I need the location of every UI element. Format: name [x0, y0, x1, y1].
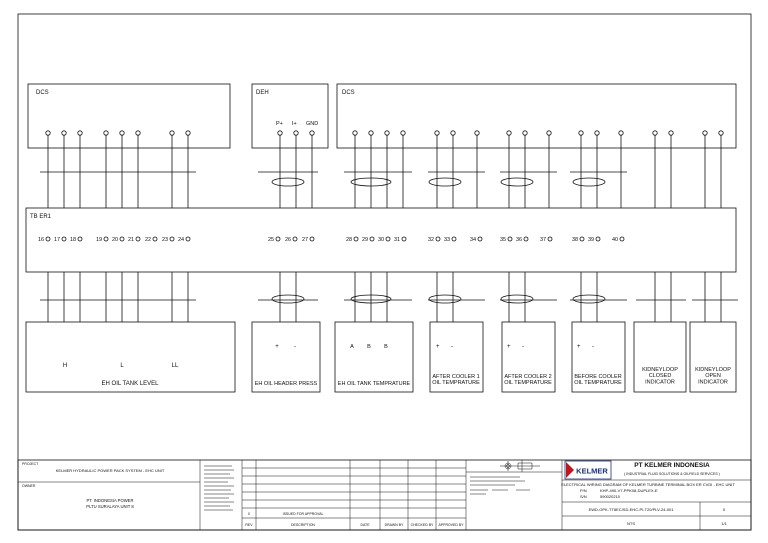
terminal-number: 36	[516, 237, 522, 243]
sublabel-b1: B	[367, 344, 371, 350]
sublabel-b2: B	[384, 344, 388, 350]
terminal-number: 34	[470, 237, 476, 243]
terminal-number: 37	[540, 237, 546, 243]
terminal-number: 39	[588, 237, 594, 243]
rev-row-description: ISSUED FOR APPROVAL	[283, 512, 324, 516]
drawing-number: EWD-OPK-TT8EC/SD-EHC-PI-T20/PLV-24-001	[589, 507, 675, 512]
dcs-left-label: DCS	[36, 90, 49, 96]
sublabel-minus: -	[294, 344, 296, 350]
terminal-block-label: TB ER1	[30, 214, 52, 220]
dcs-right-label: DCS	[342, 90, 355, 96]
col-header-date: DATE	[360, 523, 370, 527]
terminal-number: 17	[54, 237, 60, 243]
col-header-description: DESCRIPTION	[291, 523, 315, 527]
terminal-block: TB ER1	[25, 207, 737, 273]
sn-value: 590020210	[600, 494, 621, 499]
sublabel-ll: LL	[172, 363, 179, 369]
terminal-number: 30	[378, 237, 384, 243]
terminal-number: 21	[128, 237, 134, 243]
sublabel-ac2-minus: -	[522, 344, 524, 350]
owner-line-1: PT. INDONESIA POWER	[86, 498, 133, 503]
col-header-checked: CHECKED BY	[411, 523, 434, 527]
company-subtitle: ( INDUSTRIAL FLUID SOLUTIONS & OILFIELD …	[624, 472, 720, 476]
terminal-number: 28	[346, 237, 352, 243]
revision-number: 0	[723, 507, 726, 512]
device-eh-oil-tank-level: EH OIL TANK LEVEL H L LL	[25, 321, 236, 393]
terminal-number: 29	[362, 237, 368, 243]
terminal-number: 24	[178, 237, 184, 243]
title-block: PROJECT KELMER HYDRAULIC POWER PACK SYST…	[17, 459, 752, 531]
terminal-number: 19	[96, 237, 102, 243]
sublabel-h: H	[63, 363, 67, 369]
terminal-number: 33	[444, 237, 450, 243]
device-label-header-press: EH OIL HEADER PRESS	[255, 381, 318, 387]
sublabel-a: A	[350, 344, 354, 350]
logo-wordmark: KELMER	[576, 467, 608, 476]
pn-value: KHP-490-V7-PPK08-DUPLEX-E	[600, 488, 658, 493]
drawing-title: ELECTRICAL WIRING DIAGRAM OF KELMER TURB…	[561, 482, 735, 487]
terminal-number: 32	[428, 237, 434, 243]
dcs-right-box: DCS	[336, 83, 737, 149]
device-label-tank-temp: EH OIL TANK TEMPRATURE	[338, 381, 411, 387]
device-eh-oil-header-press: EH OIL HEADER PRESS + -	[251, 321, 321, 393]
terminal-number: 27	[302, 237, 308, 243]
projection-symbol	[500, 460, 540, 472]
deh-signal-p: P+	[276, 121, 283, 127]
project-label: PROJECT	[22, 462, 39, 466]
rev-row-number: 0	[248, 512, 250, 516]
device-eh-oil-tank-temperature: EH OIL TANK TEMPRATURE A B B	[334, 321, 414, 393]
terminal-number: 18	[70, 237, 76, 243]
terminal-number: 23	[162, 237, 168, 243]
col-header-rev: REV	[245, 523, 253, 527]
sublabel-ac1-minus: -	[451, 344, 453, 350]
pn-label: P/N	[580, 488, 587, 493]
drawing-scale: NTS	[627, 521, 635, 526]
terminal-number: 31	[394, 237, 400, 243]
sublabel-bc-minus: -	[592, 344, 594, 350]
col-header-drawn: DRAWN BY	[385, 523, 404, 527]
deh-box: DEH P+ I+ GND	[251, 83, 329, 149]
sublabel-ac1-plus: +	[436, 344, 440, 350]
project-name: KELMER HYDRAULIC POWER PACK SYSTEM - EHC…	[56, 468, 165, 473]
owner-line-2: PLTU SURALAYA UNIT 8	[86, 504, 134, 509]
notes-fine-print	[204, 465, 234, 511]
col-header-approved: APPROVED BY	[438, 523, 464, 527]
terminal-labels: 16 17 18 19 20 21 22 23 24 25 26 27 28 29 30 31 32 33 34 35…	[38, 236, 625, 243]
terminal-number: 16	[38, 237, 44, 243]
sublabel-l: L	[120, 363, 124, 369]
terminal-number: 38	[572, 237, 578, 243]
company-name: PT KELMER INDONESIA	[634, 462, 710, 469]
sublabel-ac2-plus: +	[507, 344, 511, 350]
terminal-number: 35	[500, 237, 506, 243]
terminal-number: 40	[612, 237, 618, 243]
sublabel-plus: +	[275, 344, 279, 350]
dcs-left-box: DCS	[27, 83, 231, 149]
device-label-tank-level: EH OIL TANK LEVEL	[102, 381, 160, 387]
terminal-number: 26	[285, 237, 291, 243]
deh-label: DEH	[256, 90, 269, 96]
terminal-number: 22	[145, 237, 151, 243]
terminal-number: 20	[112, 237, 118, 243]
kelmer-logo: KELMER	[564, 460, 612, 480]
deh-signal-i: I+	[292, 121, 297, 127]
terminal-number: 25	[268, 237, 274, 243]
sublabel-bc-plus: +	[577, 344, 581, 350]
sn-label: S/N	[580, 494, 587, 499]
drawing-sheet: 1/1	[721, 521, 727, 526]
deh-signal-gnd: GND	[306, 121, 318, 127]
owner-label: OWNER	[22, 484, 36, 488]
